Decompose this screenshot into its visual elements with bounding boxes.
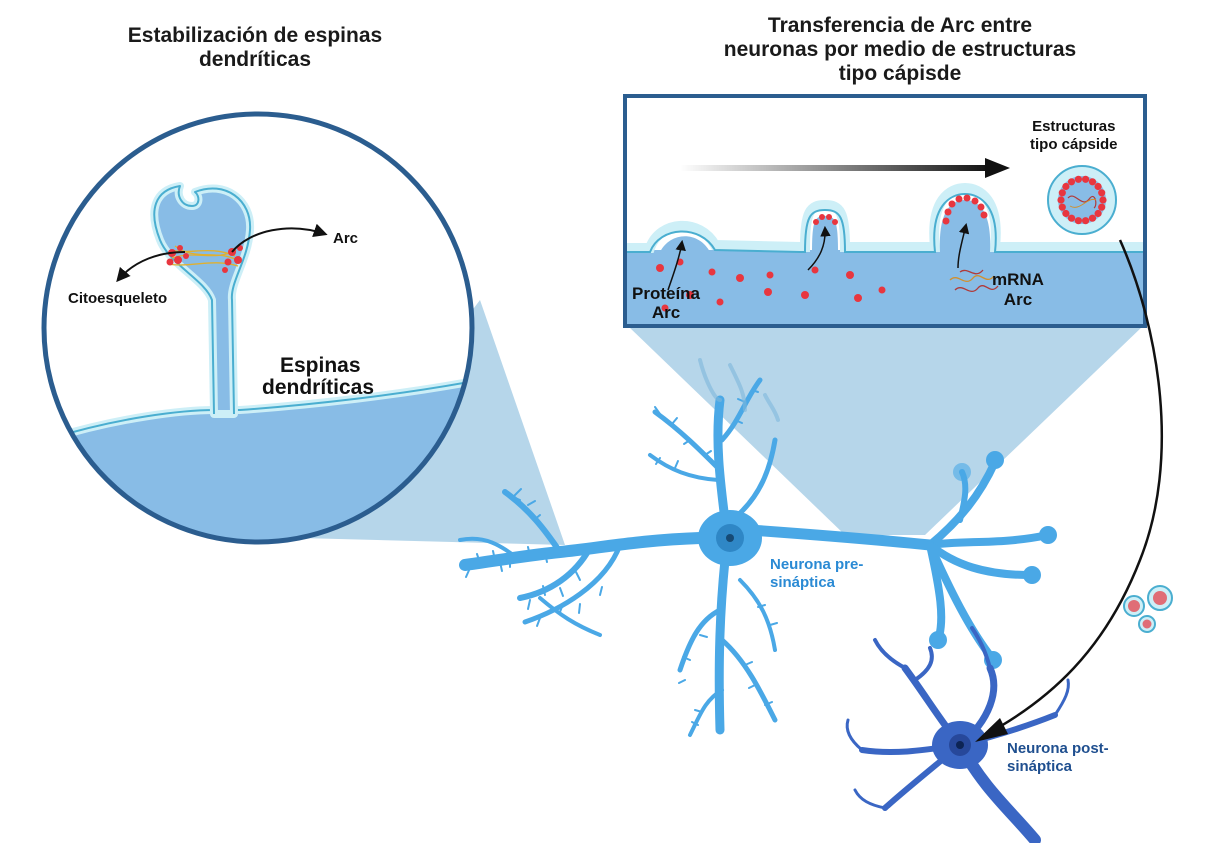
label-capsid-structures: Estructuras tipo cápside	[1030, 118, 1118, 154]
capsid-arc-unit	[1082, 175, 1090, 183]
capsid-arc-unit	[1099, 196, 1107, 204]
right-title-line2: neuronas por medio de estructuras	[723, 38, 1077, 61]
presynaptic-nucleolus	[726, 534, 734, 542]
arc-bud-small	[813, 214, 838, 225]
right-panel-title: Transferencia de Arc entre neuronas por …	[690, 14, 1110, 86]
label-arc: Arc	[333, 230, 359, 247]
left-panel-title: Estabilización de espinas dendríticas	[90, 24, 420, 72]
left-title-line1: Estabilización de espinas	[127, 24, 383, 47]
capsid-arc-unit	[1094, 209, 1102, 218]
label-mrna-arc: mRNA Arc	[992, 270, 1044, 310]
spines-line2: dendríticas	[262, 376, 375, 399]
capsid-arc-unit	[1058, 189, 1066, 197]
mrna-strands	[949, 269, 999, 293]
faded-dendrite-tips	[698, 358, 780, 422]
capsid-arc-unit	[1094, 182, 1102, 191]
dendritic-spines-small	[465, 389, 778, 726]
capsid-arc-unit	[1088, 178, 1097, 186]
capsid-arc-unit	[1082, 217, 1090, 225]
capsid-arc-unit	[1062, 182, 1070, 191]
capsid-ring	[1057, 175, 1107, 225]
capsid-line1: Estructuras	[1032, 118, 1116, 135]
protein-line1: Proteína	[632, 284, 701, 303]
arrow-to-cytoskeleton	[116, 251, 186, 283]
capsid-transfer-box	[623, 94, 1147, 328]
arc-clusters	[166, 245, 243, 273]
capsid-arc-unit	[1067, 178, 1076, 186]
mrna-line1: mRNA	[992, 270, 1044, 289]
arrow-bud-large	[957, 222, 970, 269]
free-capsids	[1123, 585, 1173, 633]
label-postsynaptic-neuron: Neurona post- sináptica	[1007, 740, 1109, 776]
capsid-arc-unit	[1057, 196, 1065, 204]
pre-line2: sináptica	[770, 574, 836, 591]
axon-terminals	[929, 451, 1057, 669]
capsid-arc-unit	[1074, 175, 1082, 183]
left-title-line2: dendríticas	[198, 48, 312, 71]
arc-bud-large	[942, 194, 988, 225]
protein-line2: Arc	[651, 303, 681, 322]
capsid-arc-unit	[1098, 203, 1106, 211]
post-line2: sináptica	[1007, 758, 1073, 775]
arrow-protein	[667, 239, 686, 291]
capsid-arc-unit	[1074, 217, 1082, 225]
capsid-arc-unit	[1098, 189, 1106, 197]
capsid-arc-unit	[1088, 214, 1097, 222]
arrow-to-arc	[231, 223, 328, 253]
postsynaptic-nucleolus	[956, 741, 964, 749]
pre-line1: Neurona pre-	[770, 556, 864, 573]
arrow-bud-small	[807, 225, 831, 271]
label-presynaptic-neuron: Neurona pre- sináptica	[770, 556, 863, 592]
post-line1: Neurona post-	[1007, 740, 1109, 757]
capsid-arc-unit	[1058, 203, 1066, 211]
capsid-arc-unit	[1062, 209, 1070, 218]
capsid-arc-unit	[1067, 214, 1076, 222]
arrow-head-postsynaptic	[975, 718, 1008, 742]
capsid-line2: tipo cápside	[1030, 136, 1118, 153]
label-dendritic-spines: Espinas dendríticas	[262, 355, 374, 399]
spines-line1: Espinas	[280, 354, 361, 377]
zoom-cone-right	[628, 326, 1143, 535]
label-arc-protein: Proteína Arc	[632, 284, 700, 322]
right-title-line3: tipo cápisde	[838, 62, 962, 85]
label-cytoskeleton: Citoesqueleto	[68, 290, 168, 307]
arrow-to-postsynaptic	[984, 239, 1164, 737]
presynaptic-neuron	[458, 377, 1052, 737]
mrna-line2: Arc	[1003, 290, 1033, 309]
right-title-line1: Transferencia de Arc entre	[767, 14, 1033, 37]
